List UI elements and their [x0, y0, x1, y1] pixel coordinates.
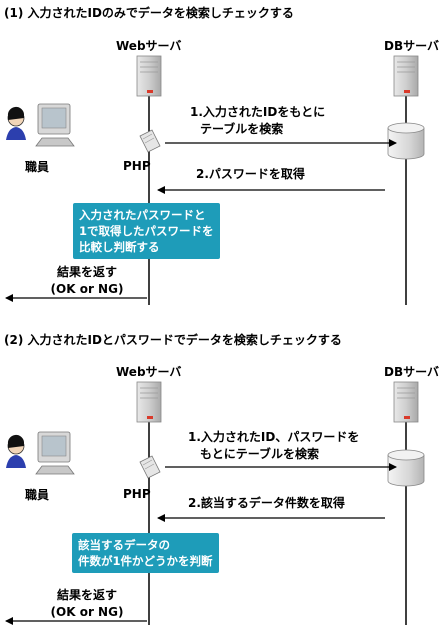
result-message-1: 結果を返す (OK or NG): [50, 265, 124, 296]
db-server-label: DBサーバ: [384, 39, 439, 53]
result-message-2: 結果を返す (OK or NG): [50, 588, 124, 619]
web-server-label: Webサーバ: [116, 365, 182, 379]
server-icon: [393, 381, 419, 423]
server-icon: [393, 55, 419, 97]
comparison-note-box-2: 該当するデータの 件数が1件かどうかを判断: [72, 533, 219, 573]
comparison-note-box-1: 入力されたパスワードと 1で取得したパスワードを 比較し判断する: [73, 203, 220, 259]
php-label: PHP: [123, 159, 151, 173]
script-page-icon: [139, 129, 161, 153]
staff-label: 職員: [25, 488, 50, 502]
database-cylinder-icon: [387, 449, 425, 487]
response-message-1: 2.パスワードを取得: [196, 167, 305, 181]
script-page-icon: [139, 455, 161, 479]
db-server-label: DBサーバ: [384, 365, 439, 379]
person-at-computer-icon: [6, 103, 75, 147]
request-message-1: 1.入力されたIDをもとに テーブルを検索: [190, 105, 326, 136]
php-label: PHP: [123, 487, 151, 501]
response-message-2: 2.該当するデータ件数を取得: [188, 496, 345, 510]
staff-label: 職員: [25, 160, 50, 174]
person-at-computer-icon: [6, 431, 75, 475]
section-2-title: (2) 入力されたIDとパスワードでデータを検索しチェックする: [4, 333, 342, 347]
server-icon: [136, 55, 162, 97]
web-server-label: Webサーバ: [116, 39, 182, 53]
section-1-title: (1) 入力されたIDのみでデータを検索しチェックする: [4, 6, 294, 20]
server-icon: [136, 381, 162, 423]
request-message-2: 1.入力されたID、パスワードを もとにテーブルを検索: [188, 430, 360, 461]
database-cylinder-icon: [387, 122, 425, 160]
